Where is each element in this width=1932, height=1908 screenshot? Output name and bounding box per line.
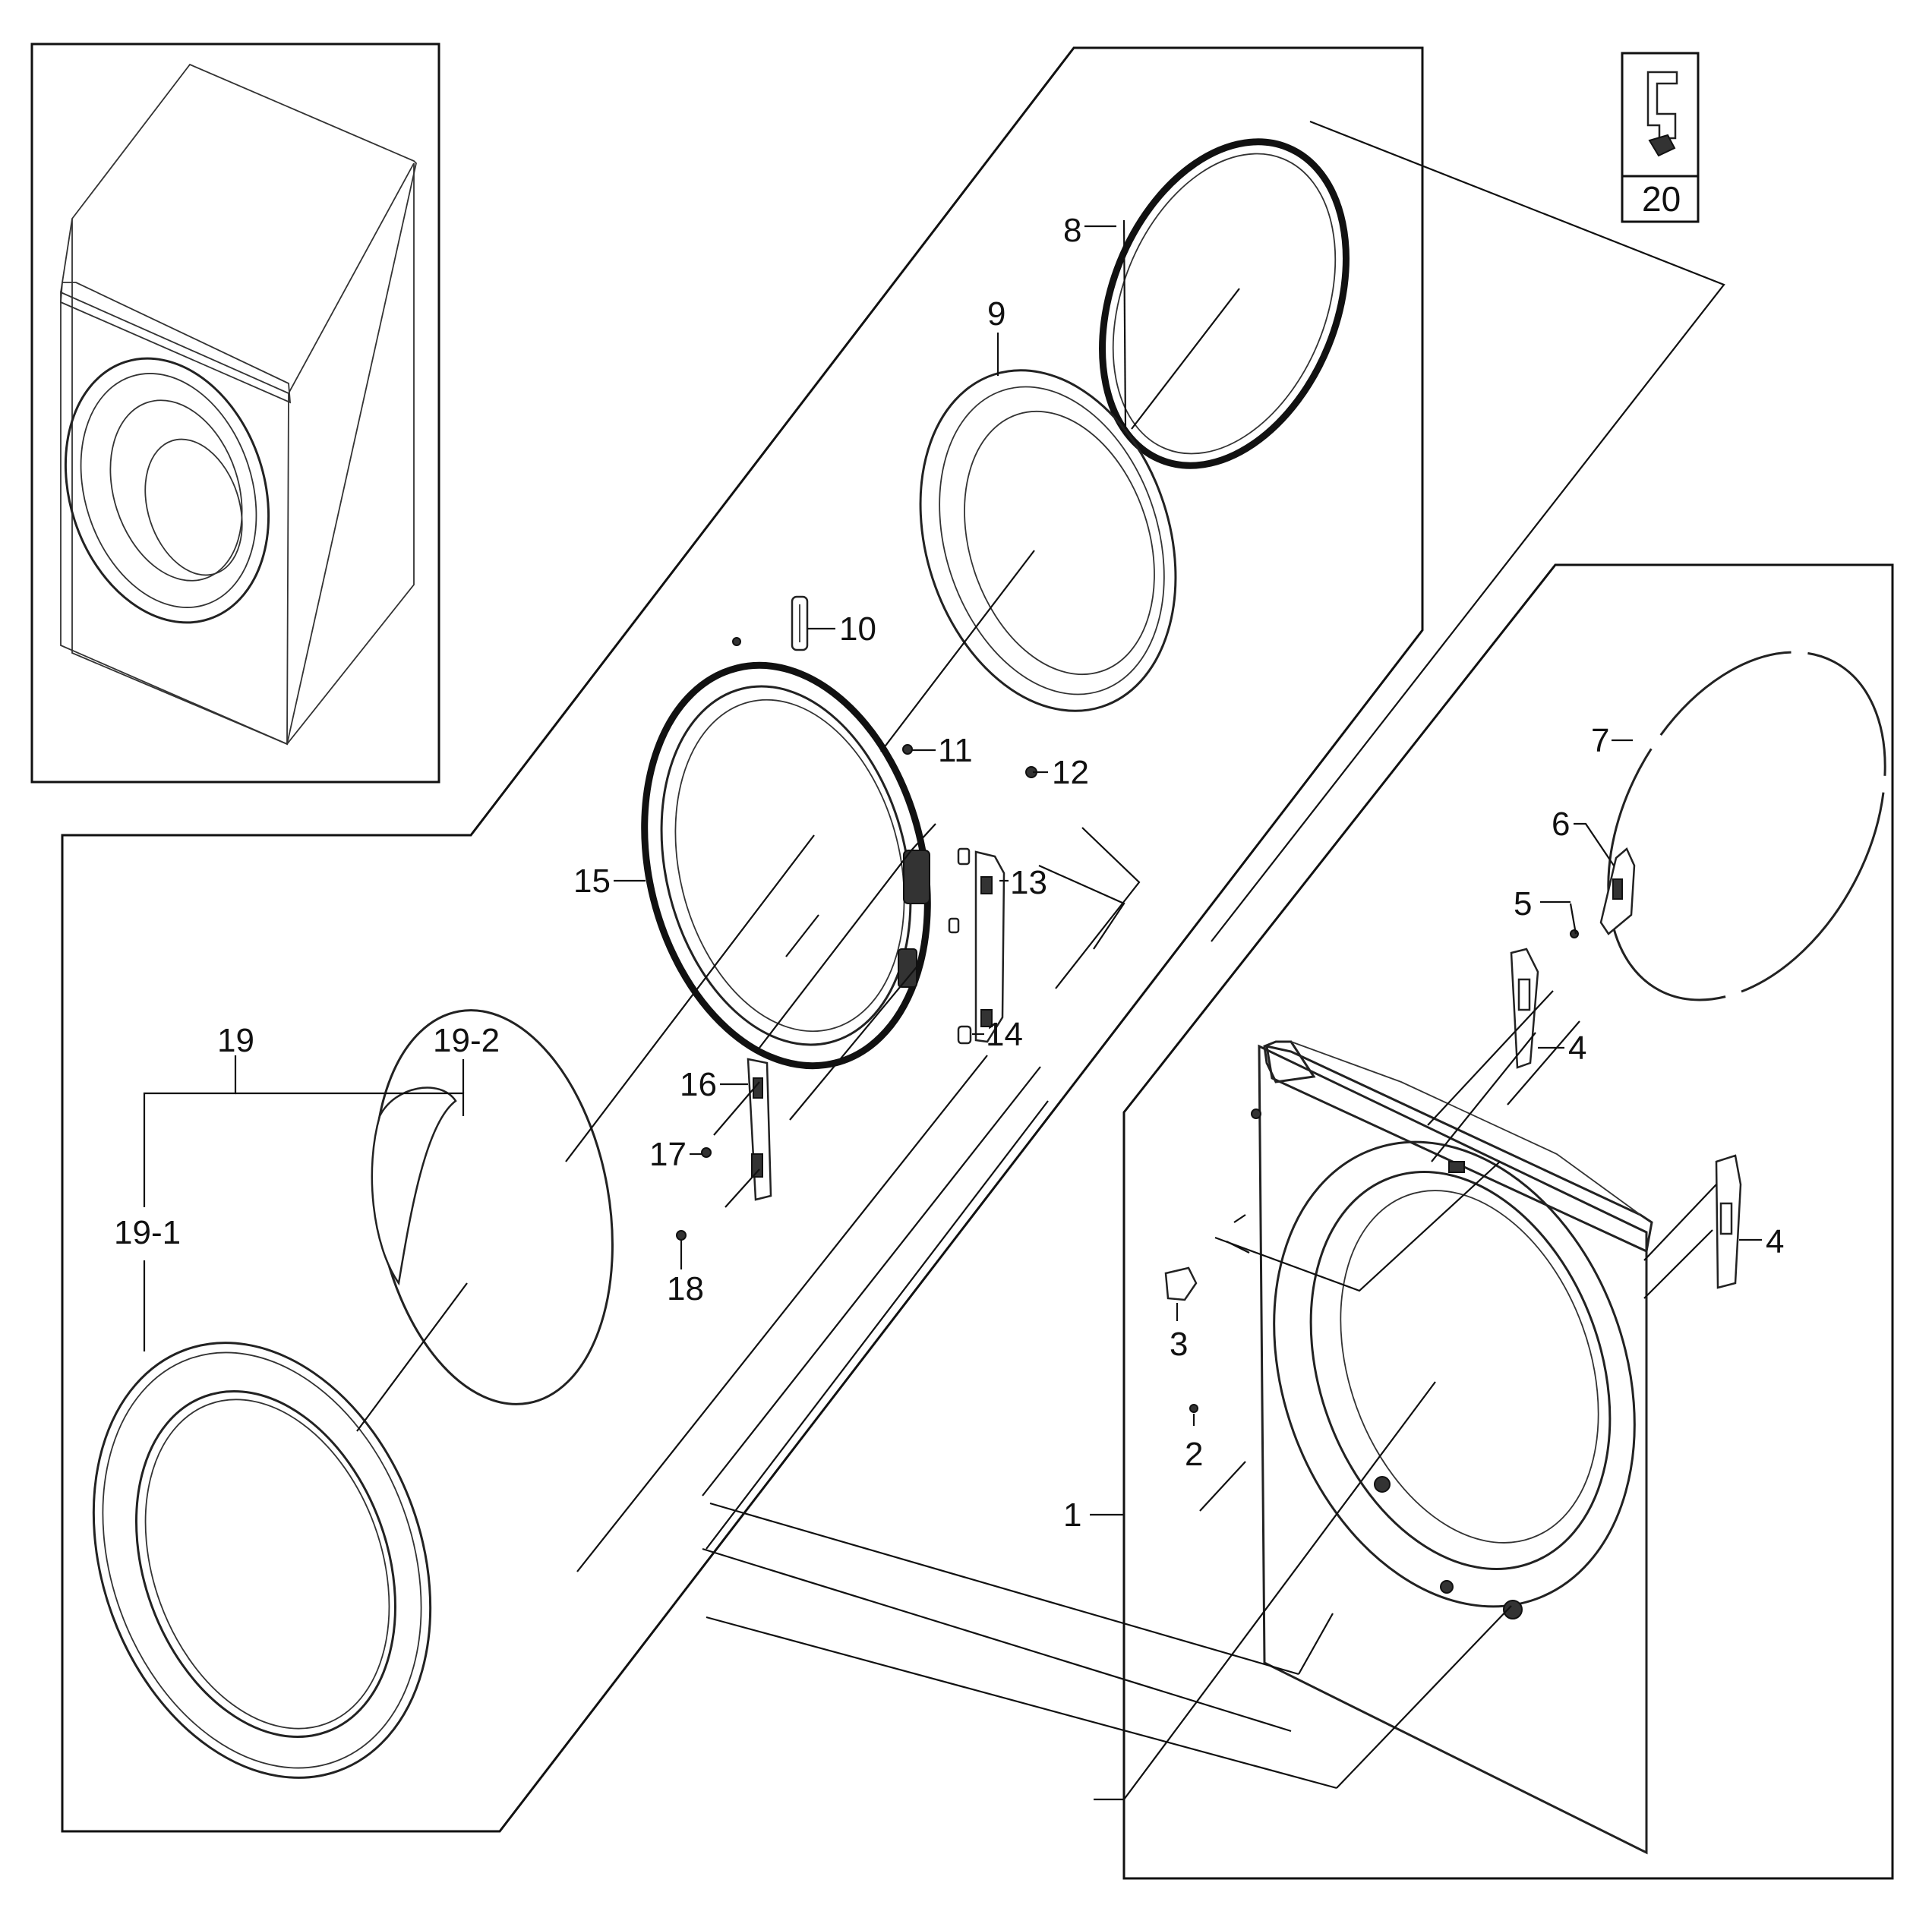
callout-12: 12 (1052, 754, 1089, 791)
callout-7: 7 (1591, 722, 1609, 759)
callout-3: 3 (1170, 1326, 1188, 1363)
callout-5: 5 (1514, 885, 1532, 922)
callout-4-upper: 4 (1568, 1030, 1586, 1067)
callout-18: 18 (667, 1270, 704, 1307)
callout-19-1: 19-1 (114, 1214, 181, 1251)
callout-19-2: 19-2 (433, 1022, 500, 1059)
part-1-front-panel (1258, 1040, 1653, 1855)
part-6-switch-cover (1599, 847, 1636, 935)
part-18-screw (676, 1230, 687, 1241)
callout-17: 17 (649, 1136, 687, 1173)
part-9-inner-door-glass (919, 369, 1177, 712)
part-4-bracket-lower (1715, 1154, 1742, 1289)
callout-11: 11 (938, 732, 973, 769)
panel-screw (1251, 1109, 1261, 1119)
part-4-bracket-upper (1510, 948, 1539, 1069)
part-2-screw (1189, 1404, 1198, 1413)
part-19-1-door-ring (92, 1342, 432, 1779)
callout-20: 20 (1642, 179, 1681, 219)
part-16-hinge-bracket (747, 1058, 772, 1201)
callout-1: 1 (1063, 1496, 1081, 1534)
part-3-door-latch (1164, 1266, 1198, 1301)
part-11-screw (902, 744, 913, 755)
part-20-box (1621, 52, 1700, 223)
callout-19: 19 (217, 1022, 254, 1059)
washer-overview-illustration (60, 63, 417, 746)
part-5-screw (1570, 929, 1579, 938)
callout-13: 13 (1010, 864, 1047, 901)
callout-2: 2 (1185, 1436, 1203, 1473)
callout-15: 15 (573, 863, 611, 900)
part-17-screw (701, 1147, 712, 1158)
front-panel-frame (1122, 563, 1894, 1880)
loose-screw (732, 637, 741, 646)
part-20-clip-icon (1646, 71, 1678, 157)
leader-lines (143, 120, 1762, 1801)
inset-frame-washer-overview (30, 43, 440, 784)
callout-10: 10 (839, 610, 876, 648)
part-10-door-hook (791, 595, 809, 651)
callout-4-lower: 4 (1766, 1223, 1784, 1260)
callout-9: 9 (987, 295, 1005, 333)
callout-labels: 1 2 3 4 4 5 6 7 8 9 10 11 12 13 14 15 16… (114, 179, 1784, 1534)
callout-8: 8 (1063, 212, 1081, 249)
callout-14: 14 (986, 1016, 1023, 1053)
part-7-wire-ring (1607, 651, 1886, 1001)
door-assembly-frame (61, 46, 1424, 1833)
part-14-bushing (957, 1025, 972, 1045)
part-13-hinge (948, 847, 1005, 1043)
part-15-door-inner-frame (641, 661, 931, 1070)
callout-16: 16 (680, 1066, 717, 1103)
part-8-door-seal-ring (1099, 138, 1350, 469)
callout-6: 6 (1552, 806, 1570, 843)
part-19-2-outer-door-glass (371, 1009, 614, 1405)
